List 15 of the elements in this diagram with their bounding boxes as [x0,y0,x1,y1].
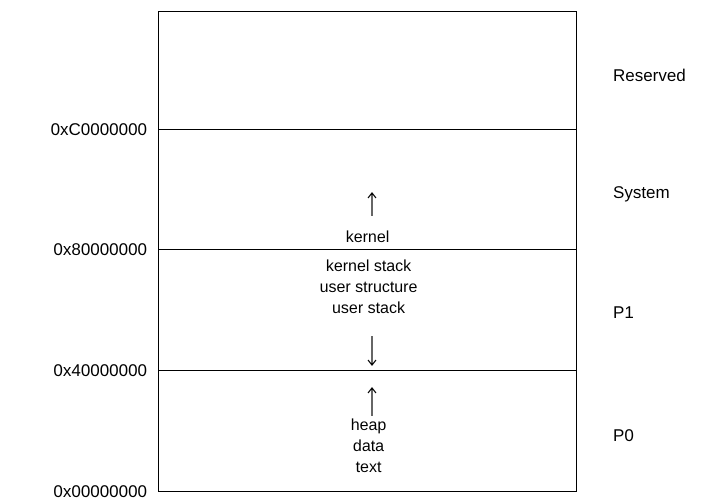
region-name: System [613,183,670,203]
memory-region [158,11,577,131]
region-contents: heap data text [350,416,388,478]
memory-region [158,129,577,251]
memory-region [158,370,577,492]
region-name: P1 [613,303,634,323]
memory-region [158,249,577,372]
region-name: Reserved [613,66,686,86]
address-label: 0x00000000 [53,482,147,500]
region-contents: kernel stack user structure user stack [318,257,418,319]
region-name: P0 [613,426,634,446]
address-label: 0x80000000 [53,240,147,260]
region-contents: kernel [344,228,390,248]
address-label: 0x40000000 [53,361,147,381]
address-label: 0xC0000000 [50,120,147,140]
